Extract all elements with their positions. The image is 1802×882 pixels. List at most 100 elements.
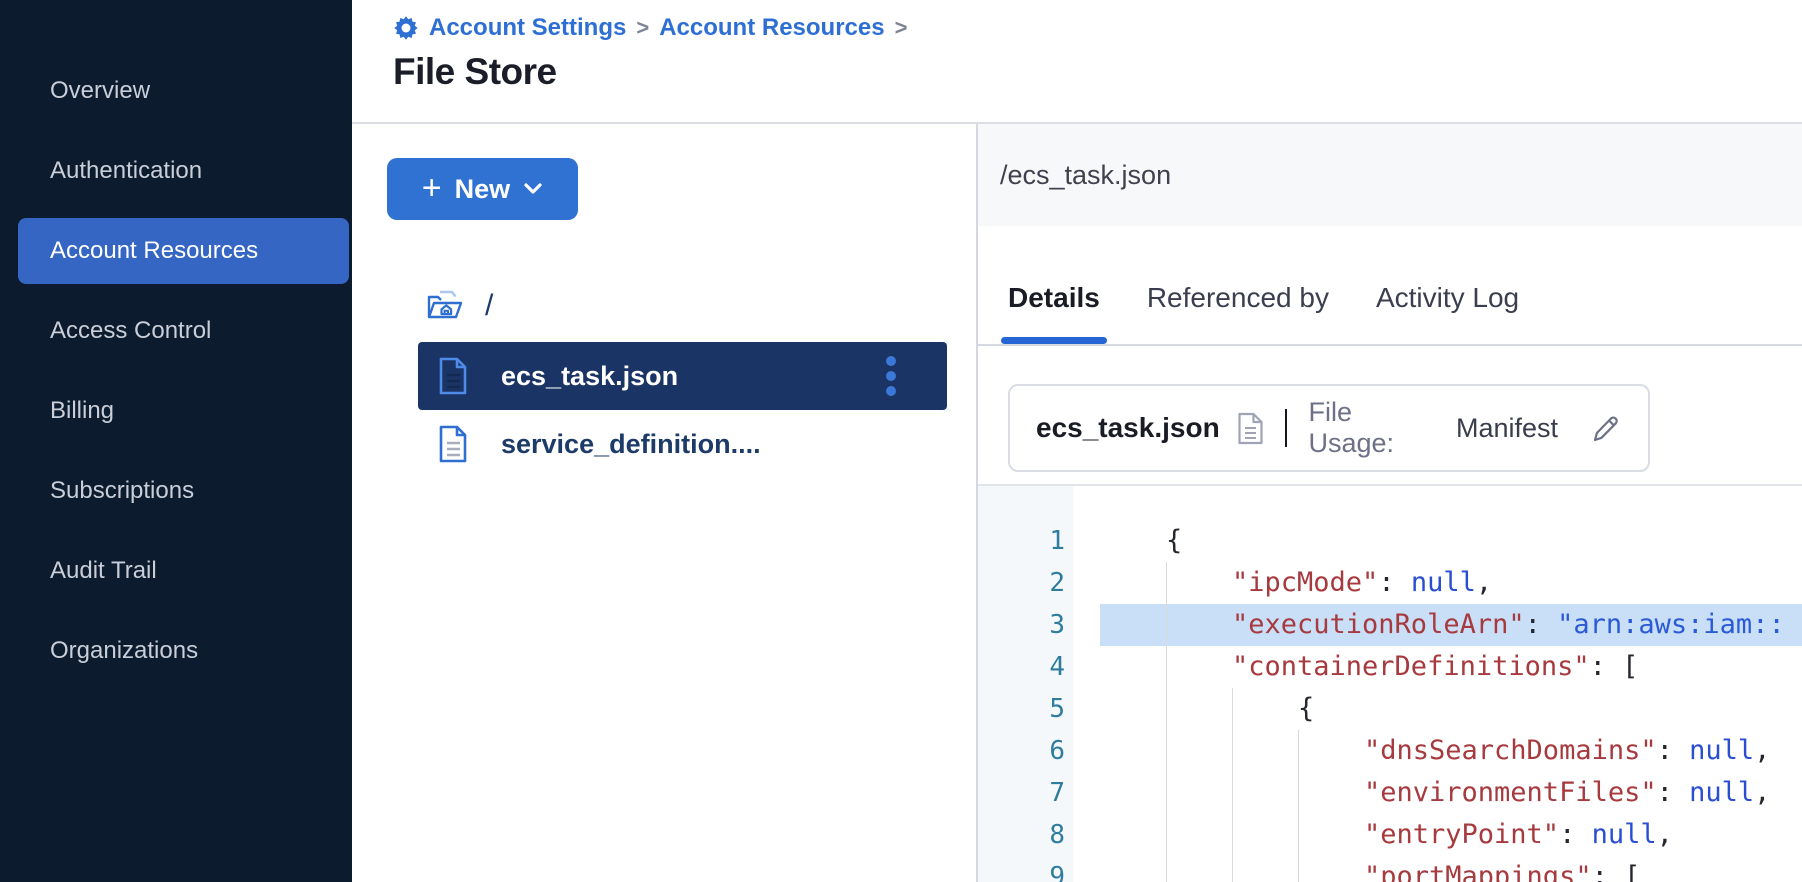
file-details-panel: /ecs_task.json Details Referenced by Act…	[978, 124, 1802, 882]
breadcrumb-link-account-settings[interactable]: Account Settings	[429, 14, 626, 42]
line-decoration-gap	[1073, 814, 1100, 856]
code-text: "portMappings": [	[1100, 856, 1802, 882]
file-tree-panel: + New	[352, 124, 978, 882]
code-line: 2 "ipcMode": null,	[978, 562, 1802, 604]
code-token: {	[1298, 693, 1314, 724]
kebab-menu-icon[interactable]	[885, 354, 897, 398]
code-token: "executionRoleArn"	[1232, 609, 1525, 640]
line-decoration-gap	[1073, 562, 1100, 604]
sidebar-item-label: Organizations	[50, 637, 198, 665]
pencil-icon[interactable]	[1589, 412, 1622, 445]
document-icon	[438, 357, 468, 395]
indent-guide	[1298, 730, 1364, 772]
sidebar-item-subscriptions[interactable]: Subscriptions	[0, 458, 352, 524]
sidebar-item-overview[interactable]: Overview	[0, 58, 352, 124]
indent-guide	[1166, 646, 1232, 688]
tab-activity-log[interactable]: Activity Log	[1376, 270, 1519, 344]
file-path: /ecs_task.json	[1000, 160, 1171, 191]
indent-guide	[1232, 730, 1298, 772]
code-text: {	[1100, 688, 1802, 730]
indent-guide	[1298, 814, 1364, 856]
code-text: "executionRoleArn": "arn:aws:iam::	[1100, 604, 1802, 646]
code-token: "portMappings"	[1364, 861, 1592, 882]
page-icon[interactable]	[1237, 412, 1264, 445]
sidebar-item-label: Access Control	[50, 317, 211, 345]
indent-guide	[1166, 772, 1232, 814]
indent-guide	[1232, 856, 1298, 882]
breadcrumb-separator: >	[895, 15, 908, 41]
code-line: 4 "containerDefinitions": [	[978, 646, 1802, 688]
line-decoration-gap	[1073, 520, 1100, 562]
sidebar-item-account-resources[interactable]: Account Resources	[18, 218, 349, 284]
new-button-label: New	[455, 174, 511, 205]
document-icon	[438, 425, 468, 463]
line-number: 7	[978, 772, 1073, 814]
file-row-ecs-task-json[interactable]: ecs_task.json	[418, 342, 947, 410]
line-number: 8	[978, 814, 1073, 856]
sidebar-item-audit-trail[interactable]: Audit Trail	[0, 538, 352, 604]
page-header: Account Settings > Account Resources > File…	[352, 0, 1802, 124]
sidebar-item-label: Authentication	[50, 157, 202, 185]
code-token: null	[1689, 777, 1754, 808]
file-usage-value: Manifest	[1456, 413, 1558, 444]
line-decoration-gap	[1073, 646, 1100, 688]
code-text: "containerDefinitions": [	[1100, 646, 1802, 688]
code-text: "ipcMode": null,	[1100, 562, 1802, 604]
sidebar-item-label: Account Resources	[50, 237, 258, 265]
sidebar-item-billing[interactable]: Billing	[0, 378, 352, 444]
gear-icon	[393, 15, 419, 41]
file-usage-label: File Usage:	[1308, 397, 1435, 459]
tab-details[interactable]: Details	[1008, 270, 1100, 344]
indent-guide	[1232, 688, 1298, 730]
code-editor[interactable]: 1 { 2 "ipcMode": null, 3 "executionRoleA…	[978, 484, 1802, 882]
new-button[interactable]: + New	[387, 158, 578, 220]
line-decoration-gap	[1073, 604, 1100, 646]
code-line: 5 {	[978, 688, 1802, 730]
indent-guide	[1166, 688, 1232, 730]
line-number: 5	[978, 688, 1073, 730]
code-text: {	[1100, 520, 1802, 562]
sidebar: Overview Authentication Account Resource…	[0, 0, 352, 882]
code-token: "dnsSearchDomains"	[1364, 735, 1657, 766]
breadcrumb-link-account-resources[interactable]: Account Resources	[659, 14, 884, 42]
code-token: "arn:aws:iam::	[1557, 609, 1785, 640]
code-token: :	[1525, 609, 1558, 640]
code-token: :	[1657, 735, 1690, 766]
code-token: ,	[1657, 819, 1673, 850]
tab-bar: Details Referenced by Activity Log	[978, 270, 1802, 346]
line-decoration-gap	[1073, 772, 1100, 814]
sidebar-item-label: Billing	[50, 397, 114, 425]
indent-guide	[1166, 562, 1232, 604]
line-number: 2	[978, 562, 1073, 604]
code-token: null	[1411, 567, 1476, 598]
code-token: ,	[1476, 567, 1492, 598]
code-text: "environmentFiles": null,	[1100, 772, 1802, 814]
sidebar-item-authentication[interactable]: Authentication	[0, 138, 352, 204]
code-token: :	[1378, 567, 1411, 598]
code-token: "entryPoint"	[1364, 819, 1559, 850]
code-token: ,	[1754, 777, 1770, 808]
line-number: 6	[978, 730, 1073, 772]
code-token: [	[1622, 651, 1638, 682]
indent-guide	[1166, 730, 1232, 772]
file-info-name: ecs_task.json	[1036, 412, 1220, 444]
breadcrumb: Account Settings > Account Resources >	[393, 10, 1802, 46]
sidebar-item-organizations[interactable]: Organizations	[0, 618, 352, 684]
file-row-service-definition[interactable]: service_definition....	[418, 410, 947, 478]
tab-referenced-by[interactable]: Referenced by	[1147, 270, 1329, 344]
indent-guide	[1166, 856, 1232, 882]
code-line: 8 "entryPoint": null,	[978, 814, 1802, 856]
tab-label: Referenced by	[1147, 282, 1329, 313]
code-text: "entryPoint": null,	[1100, 814, 1802, 856]
chevron-down-icon	[523, 182, 543, 196]
sidebar-item-access-control[interactable]: Access Control	[0, 298, 352, 364]
indent-guide	[1166, 604, 1232, 646]
code-token: "containerDefinitions"	[1232, 651, 1590, 682]
file-list: ecs_task.json service_definition....	[418, 342, 947, 478]
tab-label: Details	[1008, 282, 1100, 313]
code-token: "ipcMode"	[1232, 567, 1378, 598]
root-folder-row[interactable]: /	[425, 288, 976, 324]
breadcrumb-separator: >	[636, 15, 649, 41]
page-title: File Store	[393, 51, 1802, 93]
